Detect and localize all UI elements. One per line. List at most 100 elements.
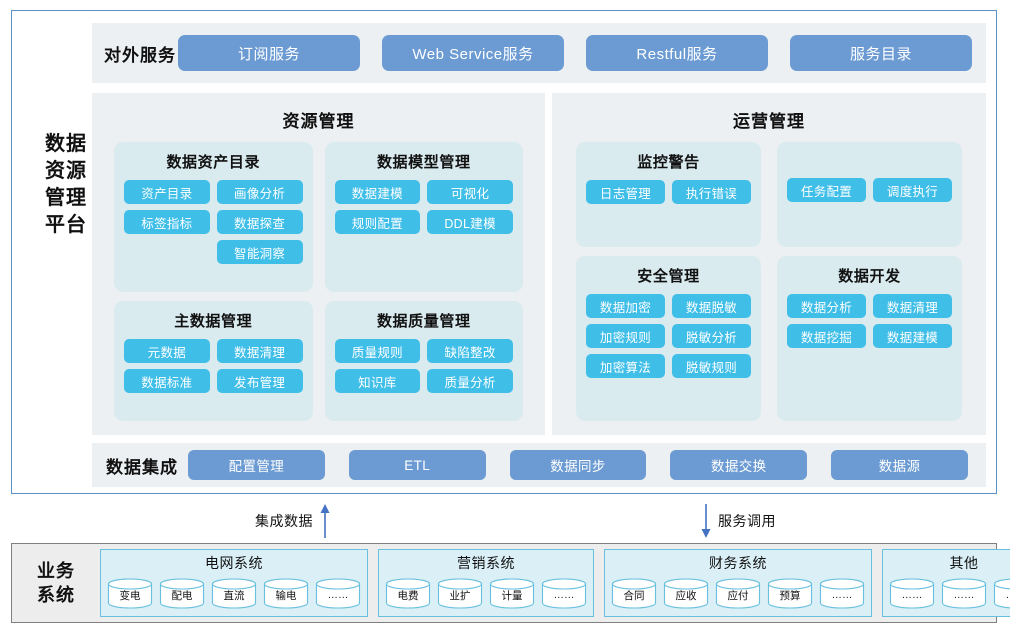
- database-icon[interactable]: 合同: [611, 578, 657, 609]
- chip-data-cleansing[interactable]: 数据清理: [216, 339, 303, 363]
- business-group-title: 营销系统: [457, 555, 515, 571]
- service-button-catalog[interactable]: 服务目录: [790, 35, 972, 71]
- chip-intelligent-insight[interactable]: 智能洞察: [216, 240, 303, 264]
- chip-asset-catalog[interactable]: 资产目录: [124, 180, 210, 204]
- database-icon[interactable]: 业扩: [437, 578, 483, 609]
- platform-panel: 数据 资源 管理 平台 对外服务 订阅服务 Web Service服务 Rest…: [11, 10, 997, 494]
- database-label: 电费: [397, 589, 419, 602]
- card-chips: 资产目录 画像分析 标签指标 数据探查 智能洞察: [124, 180, 303, 264]
- chip-log-management[interactable]: 日志管理: [586, 180, 665, 204]
- chip-masking-rules[interactable]: 脱敏规则: [672, 354, 751, 378]
- platform-title-line-2: 资源: [45, 160, 87, 182]
- database-icon[interactable]: 电费: [385, 578, 431, 609]
- chip-visualization[interactable]: 可视化: [427, 180, 513, 204]
- service-button-webservice[interactable]: Web Service服务: [382, 35, 564, 71]
- card-chips: 数据分析 数据清理 数据挖掘 数据建模: [787, 294, 952, 348]
- operations-management-heading: 运营管理: [733, 112, 805, 131]
- integration-button-etl[interactable]: ETL: [348, 450, 486, 480]
- service-button-subscription[interactable]: 订阅服务: [178, 35, 360, 71]
- arrow-down-icon: [701, 504, 711, 538]
- platform-title-line-1: 数据: [45, 133, 87, 155]
- business-group-other: 其他 …… …… ……: [882, 549, 1010, 617]
- database-icon[interactable]: 变电: [107, 578, 153, 609]
- database-label: 应收: [675, 589, 697, 602]
- database-label: 预算: [779, 589, 801, 602]
- database-icon-more[interactable]: ……: [819, 578, 865, 609]
- business-systems-title-line-2: 系统: [37, 585, 75, 605]
- service-button-restful[interactable]: Restful服务: [586, 35, 768, 71]
- chip-quality-rules[interactable]: 质量规则: [334, 339, 421, 363]
- business-group-finance-system: 财务系统 合同 应收 应付: [604, 549, 872, 617]
- card-chips: 元数据 数据清理 数据标准 发布管理: [124, 339, 303, 393]
- card-data-quality-management: 数据质量管理 质量规则 缺陷整改 知识库 质量分析: [324, 301, 523, 421]
- chip-data-masking[interactable]: 数据脱敏: [672, 294, 751, 318]
- platform-title-line-4: 平台: [45, 214, 87, 236]
- database-label: 变电: [119, 589, 141, 602]
- chip-execution-error[interactable]: 执行错误: [672, 180, 751, 204]
- chip-metadata[interactable]: 元数据: [124, 339, 210, 363]
- chip-data-mining[interactable]: 数据挖掘: [787, 324, 866, 348]
- card-security-management: 安全管理 数据加密 数据脱敏 加密规则 脱敏分析 加密算法 脱敏规则: [576, 256, 761, 421]
- database-icon-more[interactable]: ……: [993, 578, 1010, 609]
- resource-management-panel: 资源管理 数据资产目录 资产目录 画像分析 标签指标 数据探查 智能洞察: [92, 93, 545, 435]
- database-icon[interactable]: 计量: [489, 578, 535, 609]
- card-data-asset-catalog: 数据资产目录 资产目录 画像分析 标签指标 数据探查 智能洞察: [114, 142, 313, 292]
- card-title: 安全管理: [637, 268, 700, 285]
- chip-quality-analysis[interactable]: 质量分析: [427, 369, 513, 393]
- chip-release-management[interactable]: 发布管理: [216, 369, 303, 393]
- database-icon[interactable]: 应付: [715, 578, 761, 609]
- data-integration-buttons: 配置管理 ETL 数据同步 数据交换 数据源: [188, 450, 986, 480]
- chip-ddl-modeling[interactable]: DDL建模: [427, 210, 513, 234]
- management-panels: 资源管理 数据资产目录 资产目录 画像分析 标签指标 数据探查 智能洞察: [92, 93, 986, 435]
- card-chips: 质量规则 缺陷整改 知识库 质量分析: [334, 339, 513, 393]
- database-icon-more[interactable]: ……: [941, 578, 987, 609]
- database-icon[interactable]: 输电: [263, 578, 309, 609]
- chip-encryption-rules[interactable]: 加密规则: [586, 324, 665, 348]
- flow-service-invocation: 服务调用: [700, 504, 776, 538]
- database-label: 输电: [275, 589, 297, 602]
- business-group-grid-system: 电网系统 变电 配电 直流: [100, 549, 368, 617]
- chip-masking-analysis[interactable]: 脱敏分析: [672, 324, 751, 348]
- chip-task-config[interactable]: 任务配置: [787, 178, 866, 202]
- database-icon[interactable]: 预算: [767, 578, 813, 609]
- integration-button-config[interactable]: 配置管理: [188, 450, 325, 480]
- operations-management-panel: 运营管理 监控警告 日志管理 执行错误 任务配置 调度执行: [552, 93, 986, 435]
- chip-data-modeling-dev[interactable]: 数据建模: [873, 324, 952, 348]
- database-icon-more[interactable]: ……: [541, 578, 587, 609]
- chip-portrait-analysis[interactable]: 画像分析: [216, 180, 303, 204]
- integration-button-data-sync[interactable]: 数据同步: [509, 450, 647, 480]
- database-icon[interactable]: 应收: [663, 578, 709, 609]
- chip-schedule-execution[interactable]: 调度执行: [873, 178, 952, 202]
- chip-data-analysis[interactable]: 数据分析: [787, 294, 866, 318]
- database-icon[interactable]: 配电: [159, 578, 205, 609]
- database-label: ……: [831, 589, 853, 601]
- chip-tag-metrics[interactable]: 标签指标: [124, 210, 210, 234]
- database-label: ……: [953, 589, 975, 601]
- card-chips: 数据加密 数据脱敏 加密规则 脱敏分析 加密算法 脱敏规则: [586, 294, 751, 378]
- external-services-row: 对外服务 订阅服务 Web Service服务 Restful服务 服务目录: [92, 23, 986, 83]
- card-scheduling: 任务配置 调度执行: [777, 142, 962, 247]
- database-icon-more[interactable]: ……: [889, 578, 935, 609]
- chip-defect-remediation[interactable]: 缺陷整改: [427, 339, 513, 363]
- chip-data-standard[interactable]: 数据标准: [124, 369, 210, 393]
- chip-knowledge-base[interactable]: 知识库: [334, 369, 421, 393]
- chip-rule-config[interactable]: 规则配置: [334, 210, 421, 234]
- chip-data-cleansing-dev[interactable]: 数据清理: [873, 294, 952, 318]
- chip-data-exploration[interactable]: 数据探查: [216, 210, 303, 234]
- database-icon-more[interactable]: ……: [315, 578, 361, 609]
- integration-button-data-exchange[interactable]: 数据交换: [670, 450, 808, 480]
- database-label: 应付: [727, 589, 749, 602]
- database-label: 计量: [501, 589, 523, 602]
- chip-data-modeling[interactable]: 数据建模: [334, 180, 421, 204]
- data-integration-row: 数据集成 配置管理 ETL 数据同步 数据交换 数据源: [92, 443, 986, 487]
- chip-encryption-algorithm[interactable]: 加密算法: [586, 354, 665, 378]
- database-icon[interactable]: 直流: [211, 578, 257, 609]
- integration-button-data-source[interactable]: 数据源: [831, 450, 968, 480]
- chip-data-encryption[interactable]: 数据加密: [586, 294, 665, 318]
- external-services-buttons: 订阅服务 Web Service服务 Restful服务 服务目录: [178, 35, 986, 71]
- business-systems-title-line-1: 业务: [37, 561, 75, 581]
- card-chips: 数据建模 可视化 规则配置 DDL建模: [334, 180, 513, 234]
- business-group-marketing-system: 营销系统 电费 业扩 计量: [378, 549, 594, 617]
- database-label: ……: [327, 589, 349, 601]
- flow-integrate-data: 集成数据: [255, 504, 331, 538]
